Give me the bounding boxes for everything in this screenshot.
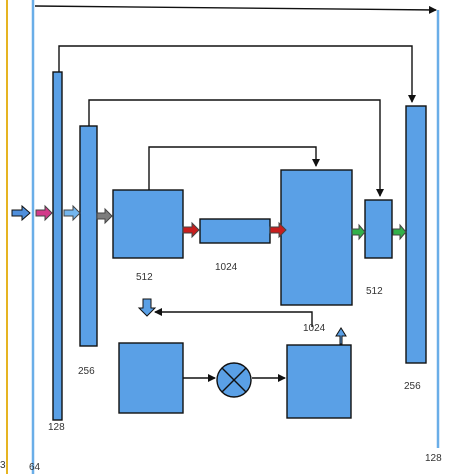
label-1024-bottleneck: 1024 bbox=[215, 262, 238, 273]
label-256-decoder: 256 bbox=[404, 381, 421, 392]
conv-arrow-green-right-icon bbox=[392, 223, 407, 241]
attention-feedback-wire bbox=[154, 308, 313, 327]
up-arrow-red-right-icon bbox=[269, 221, 287, 239]
label-256-encoder: 256 bbox=[78, 366, 95, 377]
label-1024-decoder: 1024 bbox=[303, 323, 326, 334]
down-arrow-blue-icon bbox=[137, 298, 157, 317]
encoder-block-512 bbox=[112, 189, 184, 259]
encoder-block-128 bbox=[52, 71, 63, 421]
attention-input-block bbox=[118, 342, 184, 414]
skip-connection-256 bbox=[88, 99, 384, 197]
decoder-block-512 bbox=[364, 199, 393, 259]
label-64: 64 bbox=[29, 462, 41, 473]
skip-connection-top bbox=[34, 5, 437, 14]
encoder-block-256 bbox=[79, 125, 98, 347]
label-512-encoder: 512 bbox=[136, 272, 153, 283]
input-arrow-icon bbox=[11, 204, 31, 222]
label-128-output: 128 bbox=[425, 453, 442, 464]
label-3: 3 bbox=[0, 460, 6, 471]
label-512-decoder: 512 bbox=[366, 286, 383, 297]
conv-arrow-gray-icon bbox=[96, 207, 113, 225]
up-arrow-blue-icon bbox=[335, 327, 347, 345]
skip-connection-128 bbox=[58, 45, 416, 103]
down-arrow-red-left-icon bbox=[182, 221, 200, 239]
decoder-block-1024 bbox=[280, 169, 353, 306]
conv-arrow-blue-icon bbox=[63, 204, 81, 222]
attention-output-block bbox=[286, 344, 352, 419]
label-128-encoder: 128 bbox=[48, 422, 65, 433]
decoder-block-256 bbox=[405, 105, 427, 364]
conv-arrow-pink-icon bbox=[35, 204, 53, 222]
conv-arrow-green-left-icon bbox=[351, 223, 366, 241]
skip-connection-512 bbox=[148, 146, 320, 190]
bottleneck-block-1024 bbox=[199, 218, 271, 244]
multiply-circle-icon bbox=[216, 362, 252, 398]
